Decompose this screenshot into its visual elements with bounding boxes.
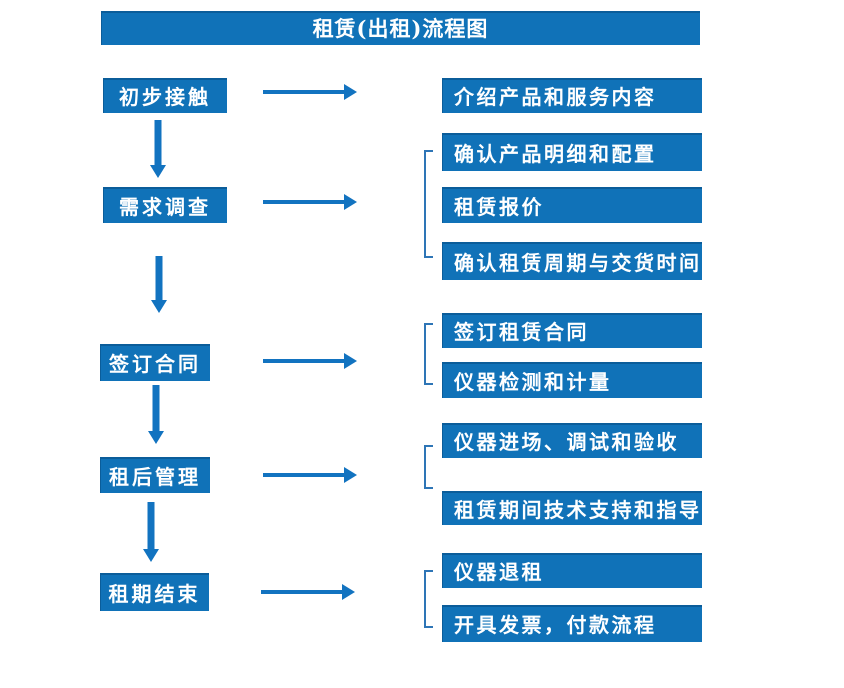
arrow-down-head-icon — [151, 300, 167, 313]
arrow-right-connector-3 — [263, 353, 357, 369]
detail-box: 租赁报价 — [442, 187, 702, 223]
detail-box: 开具发票，付款流程 — [442, 605, 702, 642]
arrow-down-shaft — [152, 385, 160, 433]
step-initial-contact: 初步接触 — [103, 78, 227, 113]
arrow-right-connector-1 — [263, 84, 357, 100]
arrow-down-head-icon — [150, 165, 166, 178]
step-sign-contract: 签订合同 — [100, 344, 210, 381]
arrow-right-head-icon — [344, 353, 357, 369]
step-post-rental-management: 租后管理 — [100, 457, 210, 493]
arrow-down-connector-4 — [143, 502, 159, 562]
step-demand-survey: 需求调查 — [103, 187, 227, 223]
detail-box: 仪器检测和计量 — [442, 362, 702, 398]
detail-box: 租赁期间技术支持和指导 — [442, 491, 702, 525]
bracket-connector-demand-survey — [424, 150, 433, 258]
arrow-down-connector-1 — [150, 120, 166, 178]
detail-box: 确认产品明细和配置 — [442, 133, 702, 171]
arrow-right-head-icon — [344, 467, 357, 483]
arrow-down-shaft — [147, 502, 155, 551]
bracket-connector-post-rental — [424, 445, 433, 489]
arrow-down-shaft — [154, 120, 162, 167]
detail-box: 确认租赁周期与交货时间 — [442, 242, 702, 280]
bracket-connector-sign-contract — [424, 323, 433, 385]
arrow-down-shaft — [155, 256, 163, 302]
arrow-right-connector-2 — [263, 194, 357, 210]
detail-box: 仪器进场、调试和验收 — [442, 423, 702, 458]
flowchart-title: 租赁(出租)流程图 — [101, 11, 700, 45]
detail-box: 签订租赁合同 — [442, 313, 702, 348]
arrow-right-head-icon — [344, 84, 357, 100]
arrow-right-connector-4 — [263, 467, 357, 483]
arrow-right-connector-5 — [261, 584, 355, 600]
arrow-down-head-icon — [148, 431, 164, 444]
arrow-down-head-icon — [143, 549, 159, 562]
arrow-right-head-icon — [342, 584, 355, 600]
detail-box: 仪器退租 — [442, 553, 702, 588]
step-rental-end: 租期结束 — [100, 573, 209, 611]
arrow-down-connector-2 — [151, 256, 167, 313]
bracket-connector-rental-end — [424, 570, 433, 628]
arrow-down-connector-3 — [148, 385, 164, 444]
detail-box: 介绍产品和服务内容 — [442, 78, 702, 113]
arrow-right-head-icon — [344, 194, 357, 210]
